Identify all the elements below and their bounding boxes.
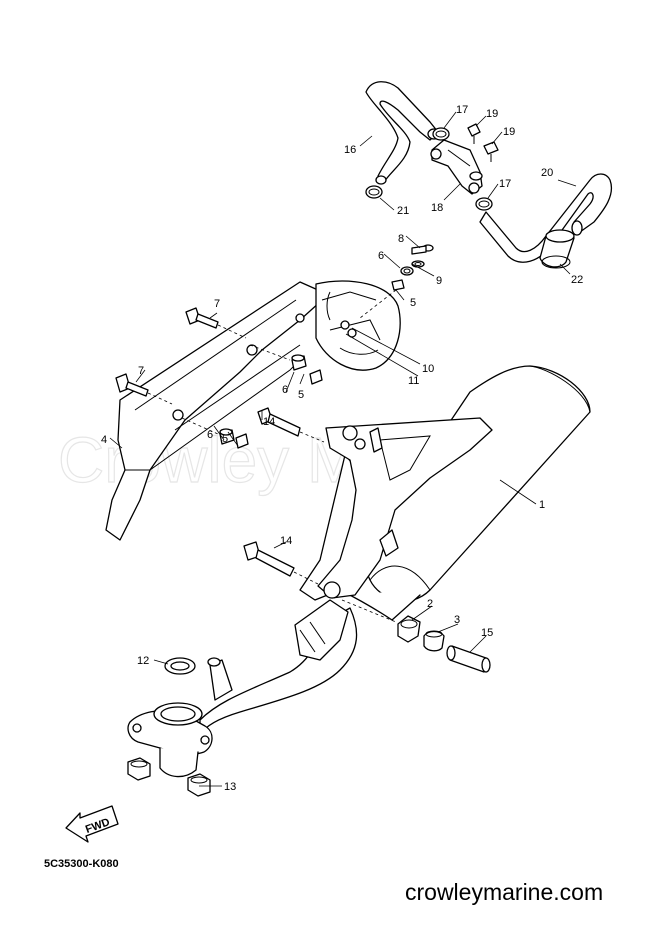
website-label: crowleymarine.com xyxy=(405,879,604,905)
air-filter-cap xyxy=(539,229,575,269)
callout-20: 20 xyxy=(541,167,553,179)
muffler-end-cover xyxy=(315,280,401,371)
damper-cover xyxy=(359,266,414,319)
joint-screw-lower xyxy=(483,141,499,162)
flange-nut-right xyxy=(187,773,211,797)
callout-22: 22 xyxy=(571,274,583,286)
callout-17-upper: 17 xyxy=(456,104,468,116)
exhaust-gasket xyxy=(164,657,196,675)
exhaust-pipe xyxy=(199,599,358,736)
diagram-code: 5C35300-K080 xyxy=(44,858,119,870)
hose-clip-upper xyxy=(432,127,450,141)
callout-14-lower: 14 xyxy=(280,535,292,547)
washer xyxy=(411,260,425,268)
callout-11: 11 xyxy=(408,375,419,387)
callout-21: 21 xyxy=(397,205,409,217)
hose-clip-small xyxy=(365,185,383,199)
callout-numbers: 1 2 3 4 5 5 5 6 6 6 7 7 8 9 10 11 12 13 … xyxy=(101,104,583,793)
callout-5-cover: 5 xyxy=(410,297,416,309)
callout-7-lower: 7 xyxy=(138,365,144,377)
exhaust-flange xyxy=(127,702,213,778)
callout-17-lower: 17 xyxy=(499,178,511,190)
callout-16: 16 xyxy=(344,144,356,156)
callout-2: 2 xyxy=(427,598,433,610)
callout-15: 15 xyxy=(481,627,493,639)
bolt-lower xyxy=(243,541,319,585)
callout-5-upper: 5 xyxy=(298,389,304,401)
spacer xyxy=(446,645,491,673)
joint-screw-upper xyxy=(467,123,481,144)
callout-14-upper: 14 xyxy=(263,416,275,428)
fwd-arrow-icon: FWD xyxy=(65,805,119,843)
damper xyxy=(423,630,445,652)
callout-3: 3 xyxy=(454,614,460,626)
callout-19-upper: 19 xyxy=(486,108,498,120)
hose-clip-lower xyxy=(475,197,493,211)
callout-6-lower: 6 xyxy=(207,429,213,441)
callout-6-cover: 6 xyxy=(378,250,384,262)
callout-9: 9 xyxy=(436,275,442,287)
callout-18: 18 xyxy=(431,202,443,214)
air-hose-left xyxy=(365,81,441,185)
callout-8: 8 xyxy=(398,233,404,245)
callout-1: 1 xyxy=(539,499,545,511)
callout-6-upper: 6 xyxy=(282,384,288,396)
callout-12: 12 xyxy=(137,655,149,667)
callout-13: 13 xyxy=(224,781,236,793)
bracket-bolt-upper xyxy=(185,307,247,339)
flange-nut-left xyxy=(127,757,151,781)
screw xyxy=(411,244,434,255)
damper-upper xyxy=(249,344,323,385)
muffler-stay xyxy=(317,417,493,599)
callout-4: 4 xyxy=(101,434,107,446)
callout-19-lower: 19 xyxy=(503,126,515,138)
callout-7-upper: 7 xyxy=(214,298,220,310)
callout-5-lower: 5 xyxy=(222,433,228,445)
bolt-upper xyxy=(257,407,325,443)
collar xyxy=(397,615,421,643)
leader-lines xyxy=(109,111,577,665)
air-valve-joint xyxy=(430,139,483,195)
callout-10: 10 xyxy=(422,363,434,375)
bracket-bolt-lower xyxy=(115,373,173,405)
